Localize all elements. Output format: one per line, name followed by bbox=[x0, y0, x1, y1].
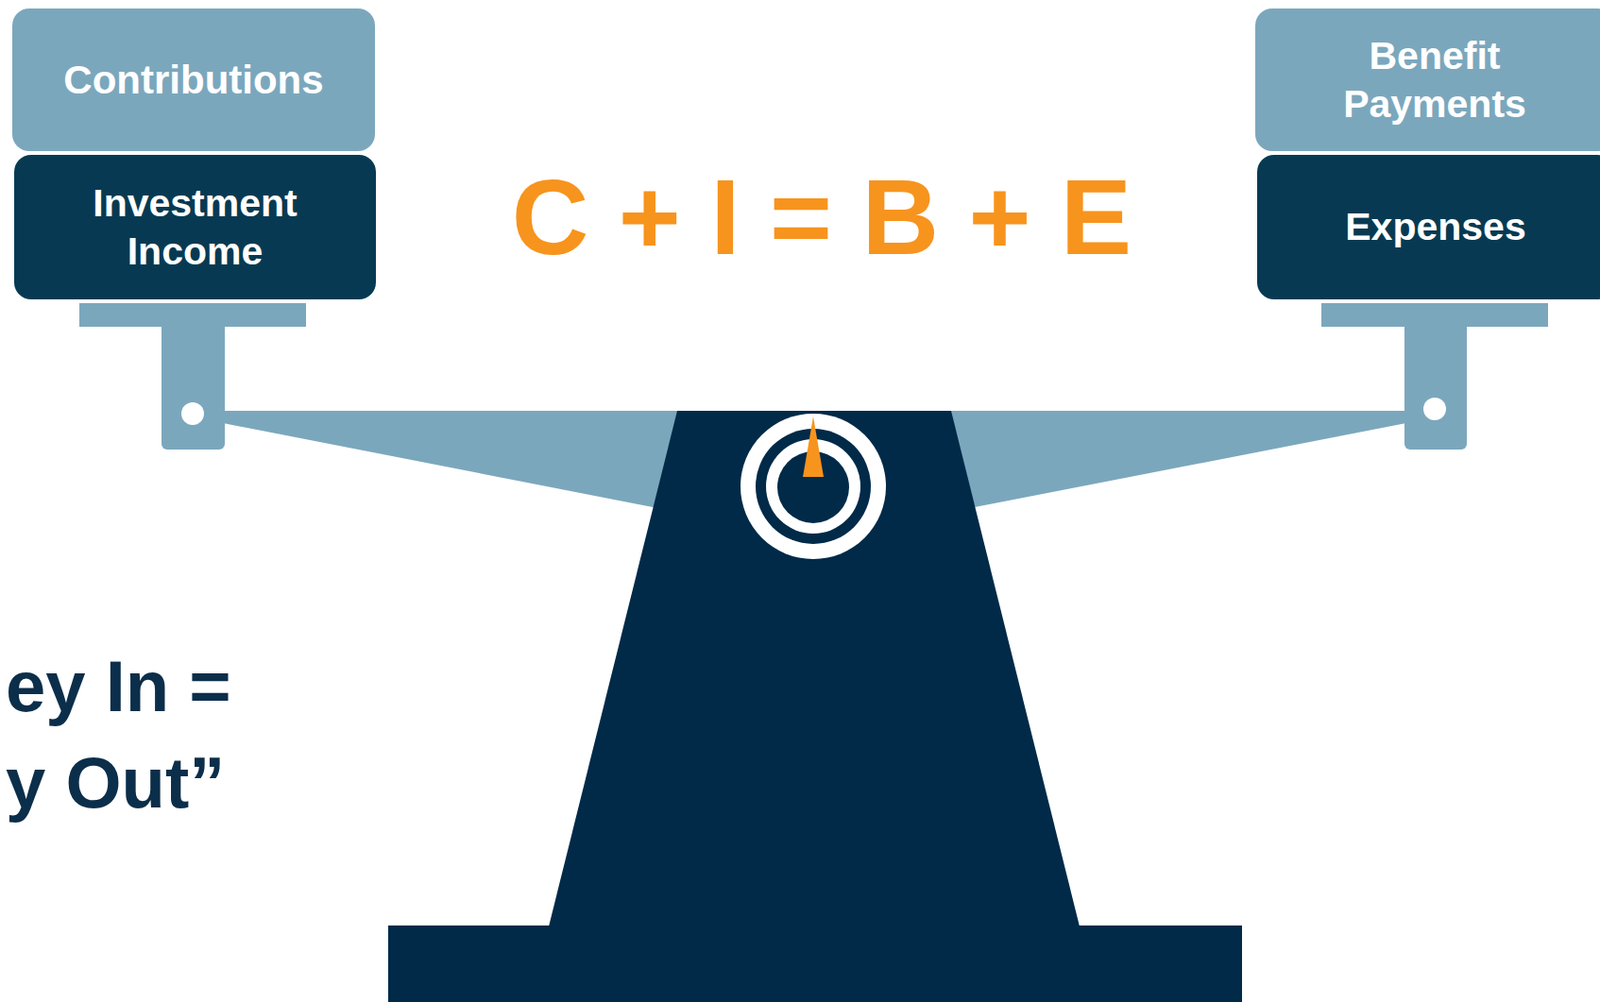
scale-base bbox=[388, 925, 1243, 1002]
scale-beam bbox=[948, 410, 1407, 511]
income-box: Investment Income bbox=[14, 154, 376, 300]
slogan-text: ey In = bbox=[5, 646, 232, 727]
box-label: Contributions bbox=[63, 55, 324, 104]
slogan-text: y Out” bbox=[5, 743, 225, 823]
pivot-hole bbox=[181, 402, 205, 426]
pivot-hole bbox=[1423, 397, 1447, 421]
scale-beam bbox=[222, 410, 681, 511]
box-label: Expenses bbox=[1344, 203, 1526, 251]
box-label: Investment Income bbox=[42, 179, 348, 274]
dial-ring bbox=[740, 413, 886, 560]
pan-stem bbox=[1404, 321, 1467, 450]
pan-stem bbox=[161, 321, 225, 450]
scale-fulcrum bbox=[548, 410, 1080, 927]
balance-equation: C + I = B + E bbox=[511, 158, 1132, 276]
expense-box: Expenses bbox=[1257, 154, 1600, 300]
contributions-box: Contributions bbox=[12, 8, 375, 152]
dial-needle bbox=[802, 416, 824, 477]
box-label: Benefit Payments bbox=[1283, 32, 1586, 127]
benefit-box: Benefit Payments bbox=[1255, 8, 1600, 152]
